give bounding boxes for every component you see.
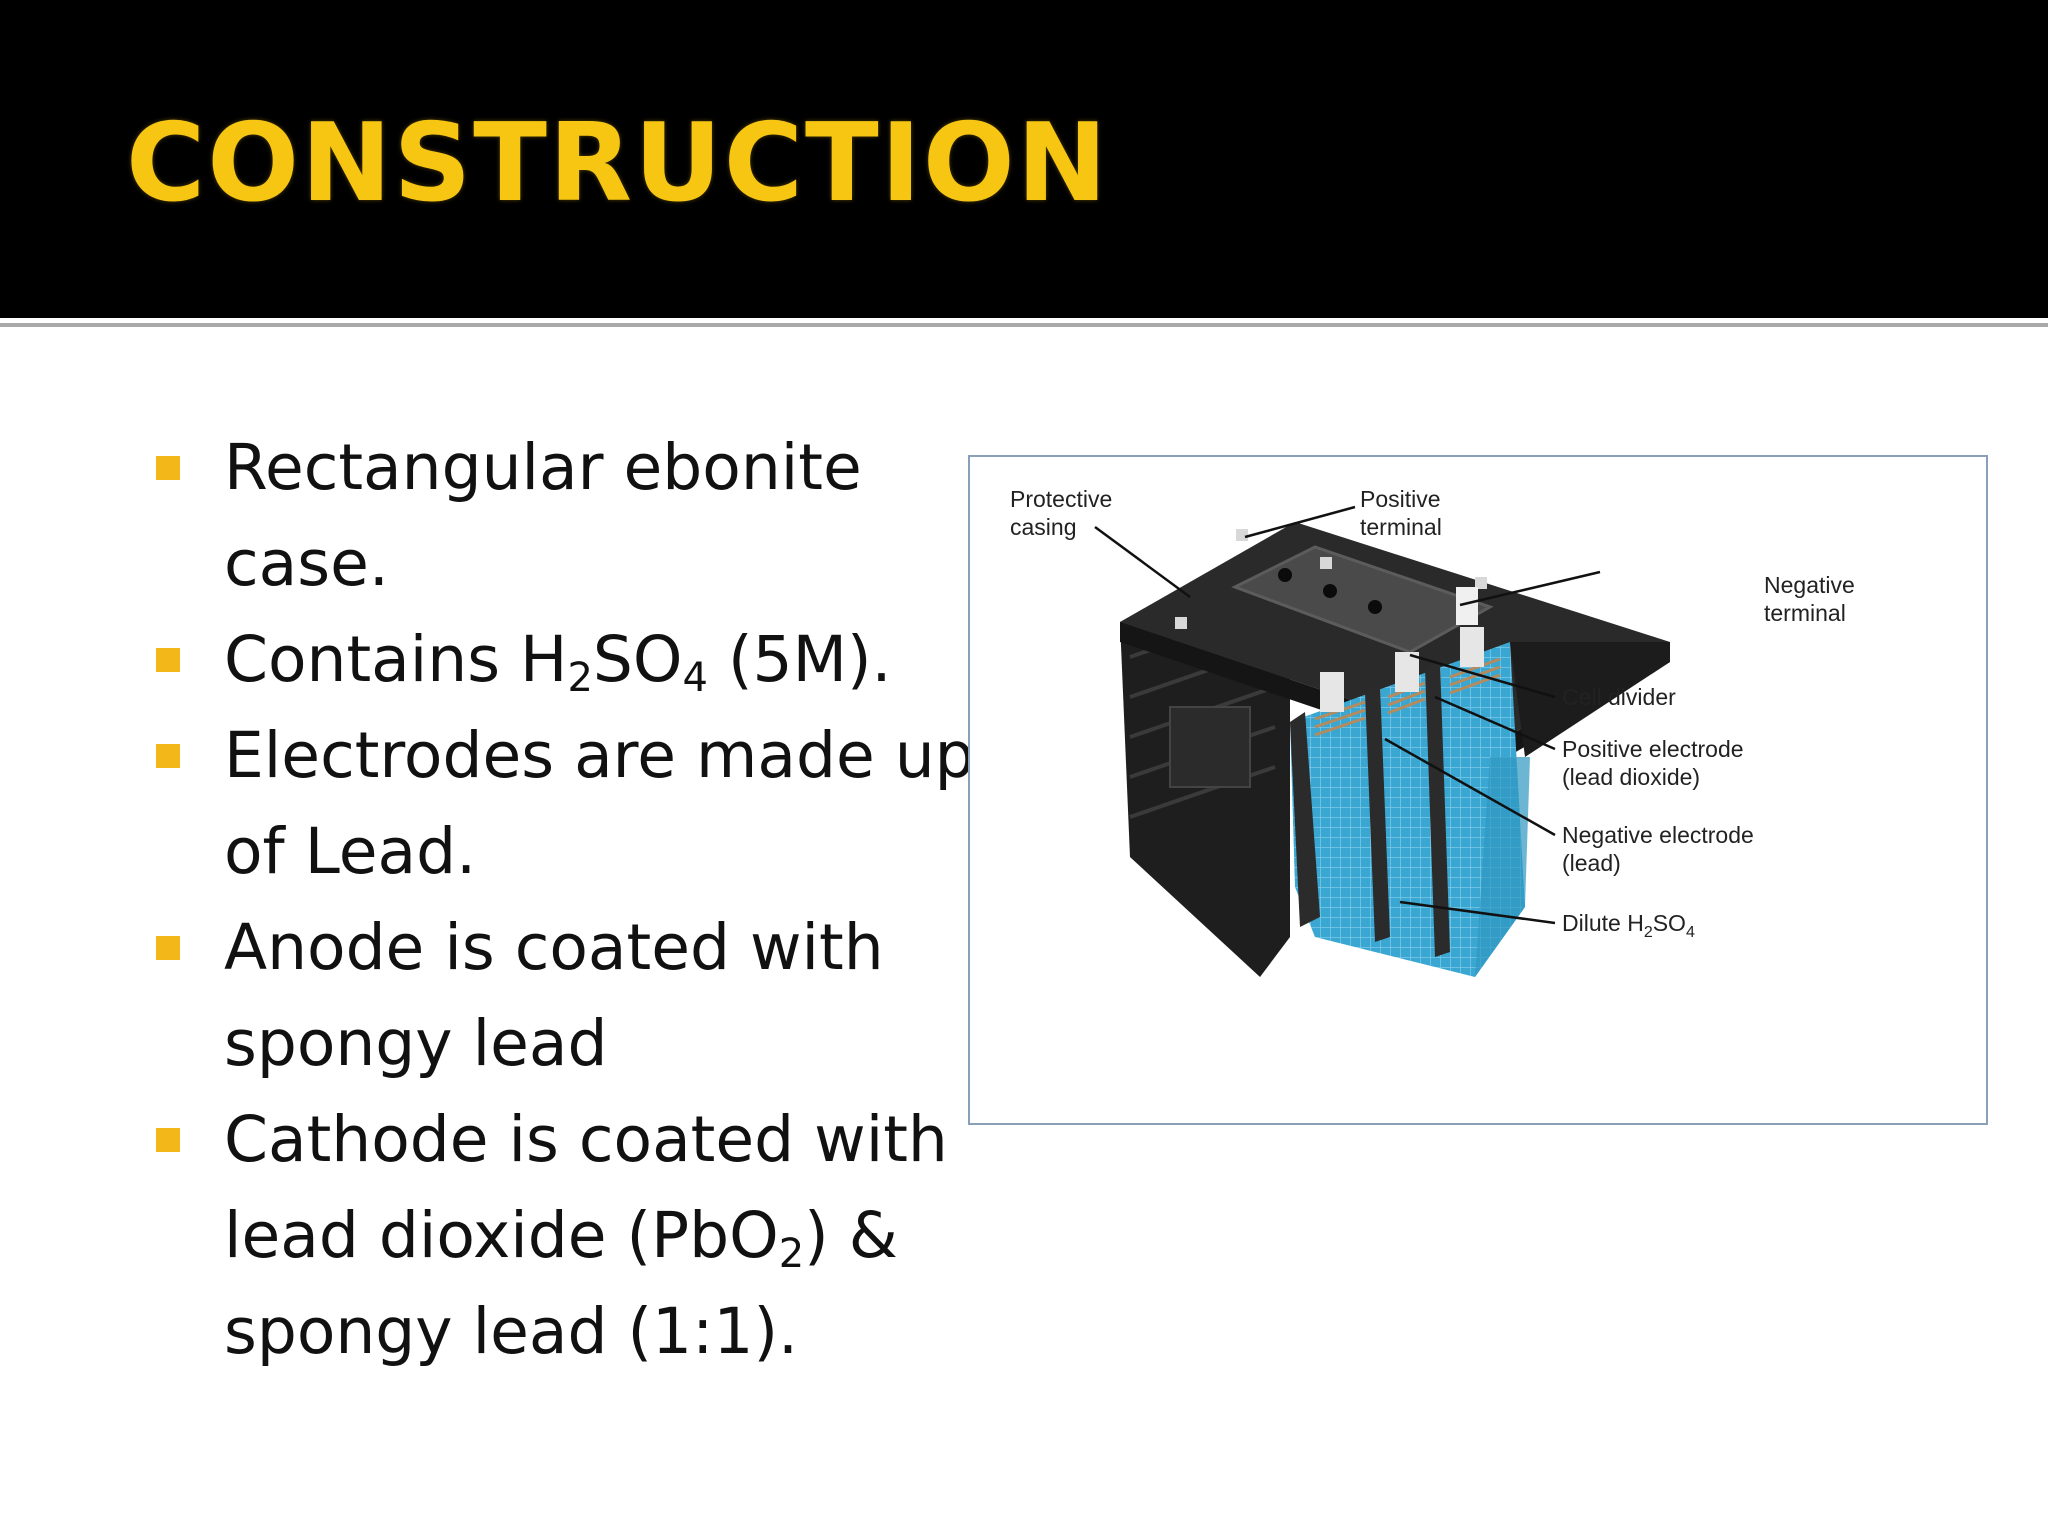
title-divider [0,318,2048,334]
label-negative-terminal: Negative terminal [1764,572,1861,626]
bullet-item: Rectangular ebonite case. [150,420,980,612]
label-positive-terminal: Positive terminal [1360,486,1447,540]
label-positive-electrode: Positive electrode (lead dioxide) [1562,736,1750,790]
bullet-text: (5M). [707,623,892,696]
cell-terminals [1320,587,1484,712]
bullet-square-icon [156,456,180,480]
bullet-subscript: 2 [567,655,593,701]
bullet-text: SO [592,623,683,696]
bullet-square-icon [156,1128,180,1152]
bullet-subscript: 4 [682,655,708,701]
bullet-text: Contains H [224,623,568,696]
title-bar: CONSTRUCTION [0,0,2048,318]
bullet-list: Rectangular ebonite case. Contains H2SO4 … [150,420,980,1380]
electrolyte-cutaway [1290,642,1530,977]
leader-lines [1094,505,1601,925]
label-protective-casing: Protective casing [1010,486,1119,540]
bullet-text: Anode is coated with spongy lead [224,911,884,1080]
label-cell-divider: Cell divider [1562,684,1676,710]
bullet-item: Electrodes are made up of Lead. [150,708,980,900]
battery-illustration: Protective casing Positive terminal Nega… [1010,486,1861,977]
bullet-item: Anode is coated with spongy lead [150,900,980,1092]
label-negative-electrode: Negative electrode (lead) [1562,822,1760,876]
bullet-subscript: 2 [778,1231,805,1277]
bullet-square-icon [156,744,180,768]
casing-edge [1510,642,1670,757]
battery-diagram: Protective casing Positive terminal Nega… [968,455,1988,1125]
bullet-text: Electrodes are made up of Lead. [224,719,975,888]
bullet-text: Cathode is coated with lead dioxide (PbO [224,1103,948,1272]
bullet-text: ) & spongy lead (1:1). [224,1199,898,1368]
label-dilute-acid: Dilute H2SO4 [1562,910,1695,941]
bullet-square-icon [156,936,180,960]
bullet-square-icon [156,648,180,672]
bullet-item: Cathode is coated with lead dioxide (PbO… [150,1092,980,1380]
bullet-text: Rectangular ebonite case. [224,431,862,600]
bullet-item: Contains H2SO4 (5M). [150,612,980,708]
slide-title: CONSTRUCTION [126,101,1110,226]
